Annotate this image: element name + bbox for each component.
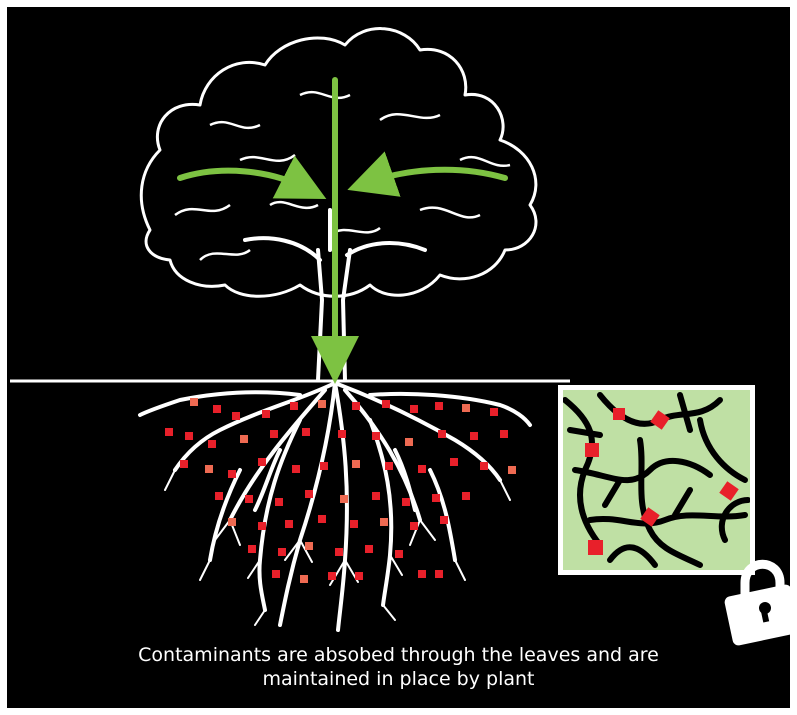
padlock-icon — [724, 564, 797, 646]
inset-zoom — [558, 385, 755, 575]
contaminant-particle — [258, 522, 266, 530]
contaminant-particle — [365, 545, 373, 553]
contaminant-particle — [190, 398, 198, 406]
contaminant-particle — [215, 492, 223, 500]
arrow-right-icon — [180, 171, 305, 188]
contaminant-particle — [490, 408, 498, 416]
diagram-caption: Contaminants are absobed through the lea… — [0, 643, 797, 691]
contaminant-particle — [245, 495, 253, 503]
contaminant-particle — [305, 490, 313, 498]
contaminant-particle — [290, 402, 298, 410]
contaminant-particle — [438, 430, 446, 438]
root-system — [140, 383, 530, 630]
contaminant-particle — [318, 400, 326, 408]
contaminant-particle — [340, 495, 348, 503]
contaminant-particle — [418, 570, 426, 578]
tree-crown — [141, 29, 536, 297]
contaminant-particle — [318, 515, 326, 523]
caption-line-1: Contaminants are absobed through the lea… — [0, 643, 797, 667]
contaminant-particle — [350, 520, 358, 528]
contaminant-particle — [352, 402, 360, 410]
contaminant-particle — [278, 548, 286, 556]
contaminant-particle — [270, 430, 278, 438]
contaminant-particle — [302, 428, 310, 436]
contaminant-particle — [272, 570, 280, 578]
contaminant-particle — [435, 402, 443, 410]
contaminant-particle — [240, 435, 248, 443]
contaminant-particle — [402, 498, 410, 506]
contaminant-particle — [228, 518, 236, 526]
arrow-left-icon — [370, 170, 505, 182]
contaminant-particle — [292, 465, 300, 473]
contaminant-particle — [500, 430, 508, 438]
contaminant-particle — [165, 428, 173, 436]
contaminant-particle — [508, 466, 516, 474]
contaminant-particle — [395, 550, 403, 558]
contaminant-particle — [305, 542, 313, 550]
contaminant-particle — [285, 520, 293, 528]
contaminant-particle — [335, 548, 343, 556]
contaminant-particle — [382, 400, 390, 408]
contaminant-particle — [213, 405, 221, 413]
contaminant-particle — [338, 430, 346, 438]
contaminant-particle — [435, 570, 443, 578]
caption-line-2: maintained in place by plant — [0, 667, 797, 691]
contaminant-particle — [432, 494, 440, 502]
contaminant-particle — [410, 522, 418, 530]
contaminant-particle — [275, 498, 283, 506]
contaminant-particle — [372, 492, 380, 500]
contaminant-particle — [450, 458, 458, 466]
contaminant-particle — [258, 458, 266, 466]
contaminant-particle — [248, 545, 256, 553]
contaminant-particle — [208, 440, 216, 448]
contaminant-particle — [228, 470, 236, 478]
contaminant-particle — [205, 465, 213, 473]
contaminant-particle — [372, 432, 380, 440]
contaminant-particle — [440, 516, 448, 524]
contaminant-particle — [352, 460, 360, 468]
contaminant-particle — [418, 465, 426, 473]
contaminant-particle — [462, 492, 470, 500]
contaminant-particle — [180, 460, 188, 468]
contaminant-particle — [262, 410, 270, 418]
contaminant-particle — [480, 462, 488, 470]
contaminant-particle — [405, 438, 413, 446]
contaminant-particle — [232, 412, 240, 420]
contaminant-particle — [462, 404, 470, 412]
contaminant-particle — [328, 572, 336, 580]
contaminant-particle — [410, 405, 418, 413]
contaminant-particle — [185, 432, 193, 440]
contaminant-particle — [300, 575, 308, 583]
contaminant-particle — [355, 572, 363, 580]
contaminant-particle — [385, 462, 393, 470]
contaminant-particle — [380, 518, 388, 526]
contaminant-particle — [470, 432, 478, 440]
contaminant-particle — [320, 462, 328, 470]
